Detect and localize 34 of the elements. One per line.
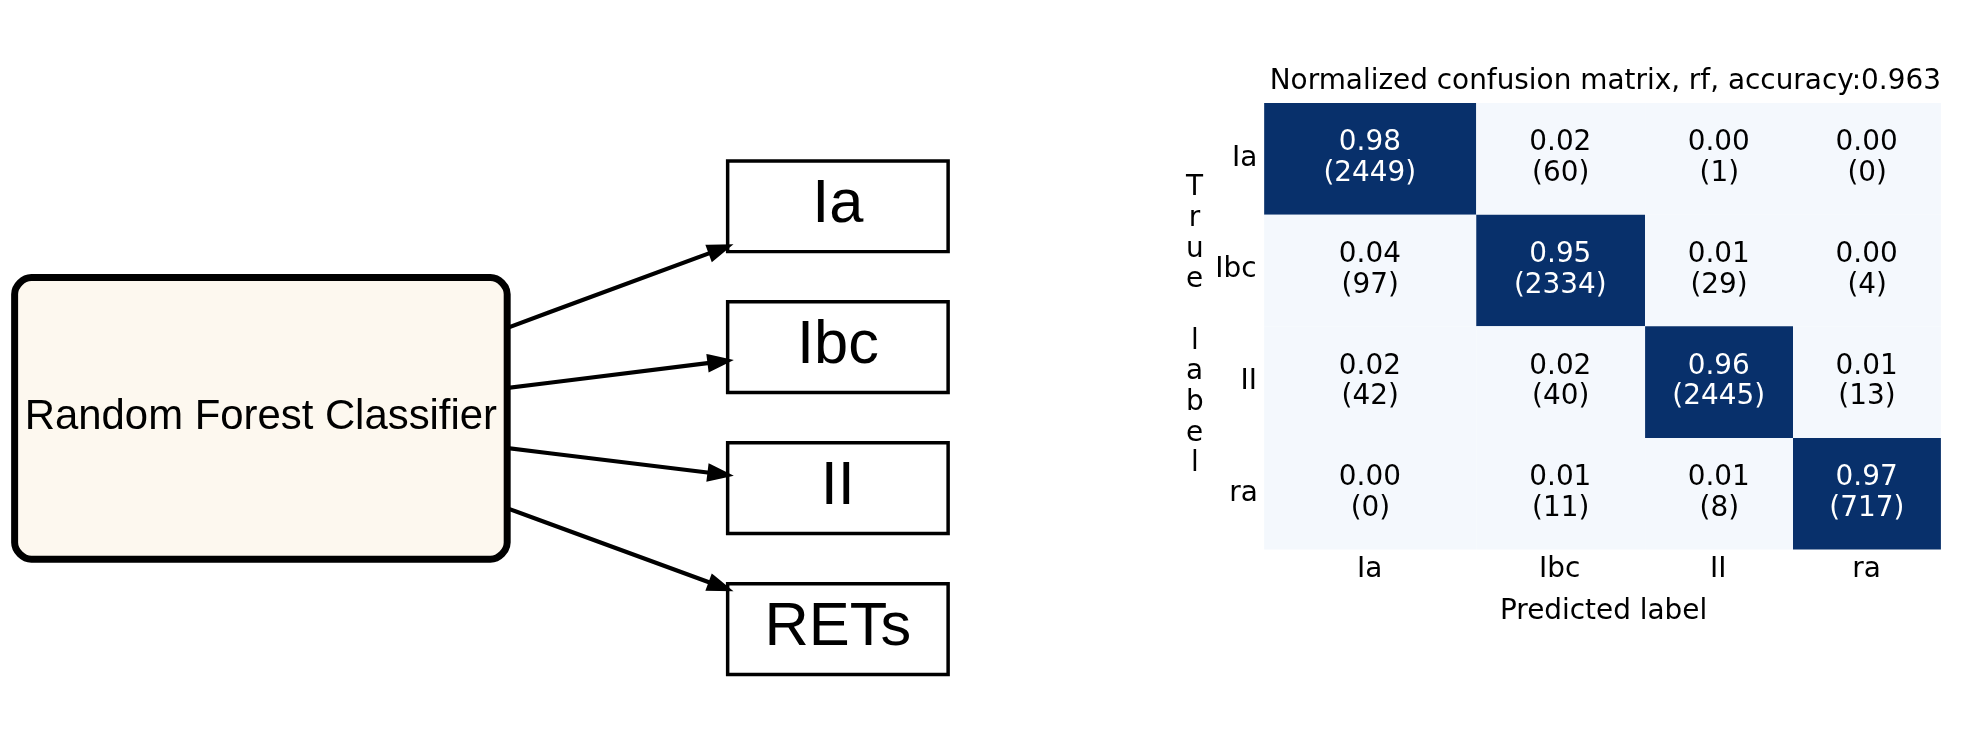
label: 0.00 (1) <box>1687 124 1750 189</box>
node-box: II <box>725 441 950 536</box>
label: 0.02 (40) <box>1529 347 1592 412</box>
label: Ibc <box>1215 251 1257 285</box>
label: 0.01 (29) <box>1687 236 1750 300</box>
label: True label <box>1186 169 1204 479</box>
label: 0.02 (42) <box>1338 347 1401 412</box>
label: II <box>1240 363 1257 397</box>
label: 0.96 (2445) <box>1672 347 1766 412</box>
label: Ia <box>1232 139 1258 173</box>
label: ra <box>1852 551 1881 585</box>
label: Normalized confusion matrix, rf, accuracy:0.963 <box>1269 63 1941 97</box>
label: 0.01 (8) <box>1687 459 1750 524</box>
node-box: RETs <box>725 581 950 677</box>
arrow <box>507 353 734 391</box>
label: Predicted label <box>1499 593 1708 627</box>
node-box: Random Forest Classifier <box>11 273 511 563</box>
label: 0.00 (0) <box>1338 459 1401 524</box>
label: ra <box>1229 474 1258 508</box>
label: 0.02 (60) <box>1529 124 1592 189</box>
arrow <box>507 446 734 482</box>
label: Ia <box>1356 551 1383 585</box>
node-box: Ibc <box>725 300 950 395</box>
label: 0.98 (2449) <box>1323 124 1417 189</box>
label: 0.97 (717) <box>1829 459 1905 524</box>
label: 0.95 (2334) <box>1513 236 1607 300</box>
label: 0.04 (97) <box>1338 236 1401 300</box>
label: 0.00 (4) <box>1835 236 1898 300</box>
label: 0.01 (13) <box>1835 347 1898 412</box>
node-box: Ia <box>725 159 950 254</box>
label: Ibc <box>1539 551 1581 585</box>
label: 0.01 (11) <box>1529 459 1592 524</box>
label: 0.00 (0) <box>1835 124 1898 189</box>
label: II <box>1709 551 1727 585</box>
